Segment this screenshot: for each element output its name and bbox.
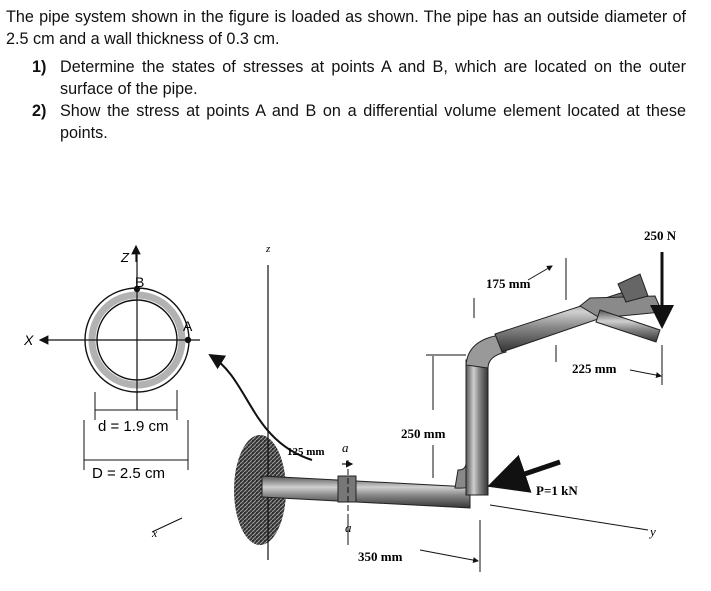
problem-list: 1) Determine the states of stresses at p… (6, 56, 686, 144)
x-axis-line (151, 517, 183, 533)
problem-statement: The pipe system shown in the figure is l… (6, 6, 686, 144)
cross-section-x-label: X (23, 332, 34, 348)
point-a-label: A (183, 318, 193, 334)
leader-arrow (208, 353, 313, 461)
x-axis-lower-label: x (151, 526, 158, 540)
section-a-top-label: a (342, 440, 349, 455)
dim-175-arrow (527, 265, 553, 281)
dim-350-arrow (419, 549, 479, 564)
end-pipe (595, 309, 661, 343)
item-number: 2) (32, 102, 47, 120)
dim-225-arrow (629, 369, 662, 378)
section-a-collar (337, 475, 357, 503)
end-cap (617, 273, 649, 303)
item-text: Determine the states of stresses at poin… (60, 58, 686, 98)
cross-section-z-label: Z (120, 250, 130, 265)
pipe-assembly: z a a 125 mm 350 mm 250 mm (234, 228, 677, 572)
cross-section: Z X B A d = 1.9 cm D = 2.5 cm x (23, 244, 200, 540)
force-p-label: P=1 kN (536, 483, 578, 498)
force-p-arrow (487, 454, 561, 493)
item-text: Show the stress at points A and B on a d… (60, 102, 686, 142)
upper-elbow (465, 334, 507, 369)
force-250-label: 250 N (644, 228, 677, 243)
vertical-pipe (465, 359, 489, 496)
inner-circle (96, 299, 178, 381)
problem-item-1: 1) Determine the states of stresses at p… (6, 56, 686, 100)
outer-diameter-label: D = 2.5 cm (92, 465, 165, 482)
lower-pipe (261, 475, 471, 509)
point-b-label: B (135, 274, 144, 290)
dim-225-label: 225 mm (572, 361, 617, 376)
dim-350-label: 350 mm (358, 549, 403, 564)
dim-250-label: 250 mm (401, 426, 446, 441)
pipe-wall (88, 291, 186, 389)
y-axis-line (489, 504, 649, 531)
z-axis-label: z (265, 243, 271, 255)
dim-125-label: 125 mm (287, 446, 325, 458)
inner-diameter-label: d = 1.9 cm (98, 418, 168, 435)
problem-item-2: 2) Show the stress at points A and B on … (6, 100, 686, 144)
y-axis-label: y (648, 524, 656, 539)
problem-intro: The pipe system shown in the figure is l… (6, 8, 686, 48)
dim-175-label: 175 mm (486, 276, 531, 291)
point-b-marker (133, 285, 141, 293)
wall-support (234, 435, 286, 545)
item-number: 1) (32, 58, 47, 76)
point-a-marker (184, 336, 192, 344)
